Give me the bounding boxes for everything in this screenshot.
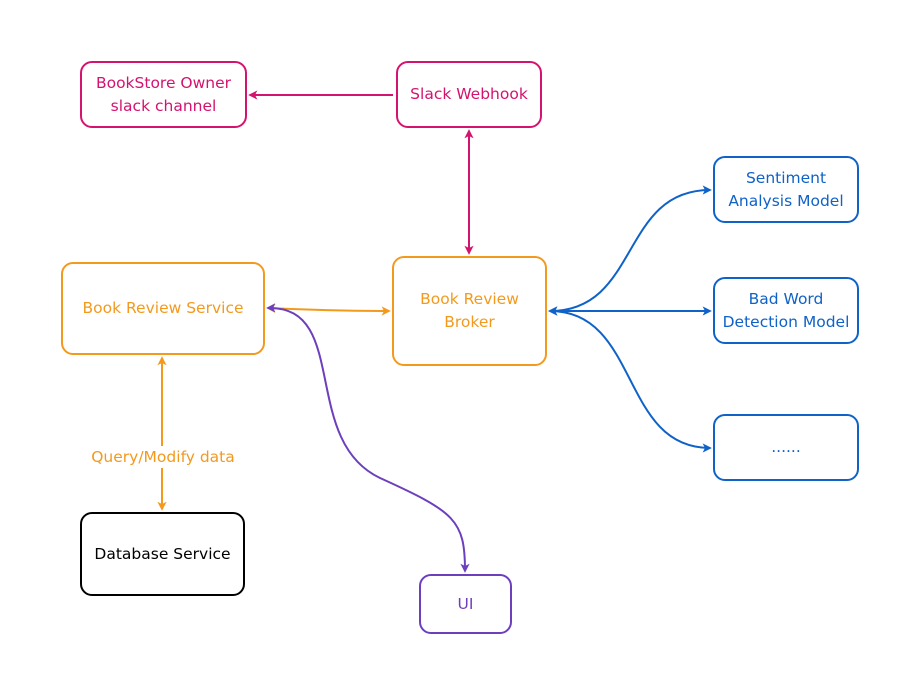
node-label-line2: Analysis Model — [728, 191, 844, 210]
node-book-review-broker[interactable]: Book Review Broker — [392, 256, 547, 366]
node-label: Book Review Service — [82, 299, 244, 317]
node-bad-word-detection-model[interactable]: Bad Word Detection Model — [713, 277, 859, 344]
edge-service-ui — [266, 303, 470, 573]
node-label-line1: BookStore Owner — [95, 73, 232, 92]
node-bookstore-owner-slack-channel[interactable]: BookStore Owner slack channel — [80, 61, 247, 128]
node-label: Database Service — [94, 544, 231, 563]
node-label: Slack Webhook — [410, 85, 528, 103]
node-label-line2: slack channel — [110, 96, 217, 115]
node-database-service[interactable]: Database Service — [80, 512, 245, 596]
edge-label-query-modify-data: Query/Modify data — [70, 446, 256, 468]
node-label-line1: Book Review — [420, 290, 519, 308]
edge-broker-more — [548, 306, 712, 453]
node-label-line1: Sentiment — [745, 168, 827, 187]
node-slack-webhook[interactable]: Slack Webhook — [396, 61, 542, 128]
node-sentiment-analysis-model[interactable]: Sentiment Analysis Model — [713, 156, 859, 223]
edge-broker-sentiment — [548, 185, 712, 316]
node-label-line2: Detection Model — [722, 312, 850, 331]
node-book-review-service[interactable]: Book Review Service — [61, 262, 265, 355]
node-label: ...... — [771, 438, 801, 456]
node-label: UI — [457, 594, 474, 613]
node-label-line2: Broker — [444, 313, 495, 331]
node-label-line1: Bad Word — [748, 289, 824, 308]
node-more-models[interactable]: ...... — [713, 414, 859, 481]
node-ui[interactable]: UI — [419, 574, 512, 634]
